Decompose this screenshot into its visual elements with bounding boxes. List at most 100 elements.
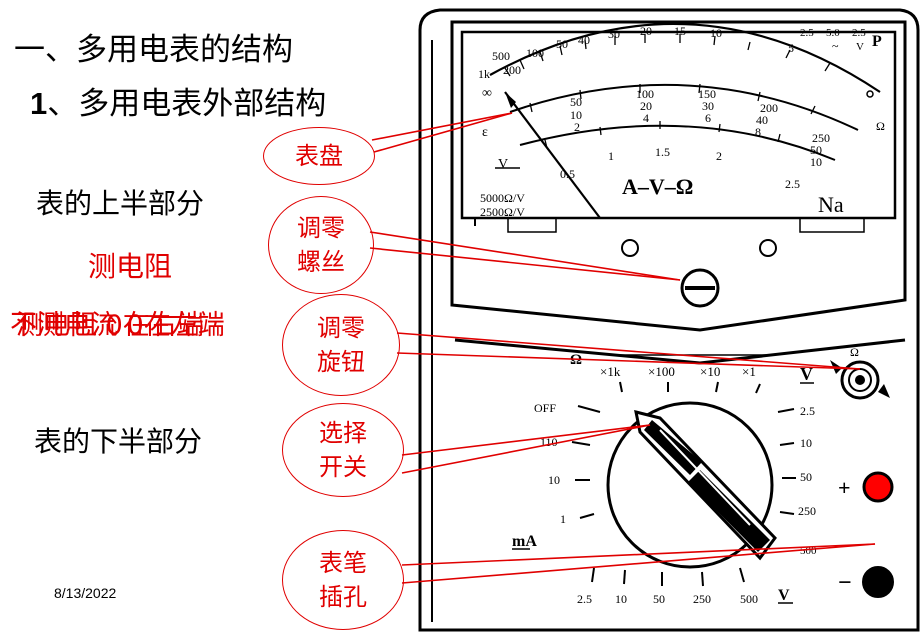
ma-1: 1 [560, 512, 566, 526]
mid-tick-10: 10 [570, 108, 582, 122]
mid-tick-4: 4 [643, 111, 649, 125]
dcv-10: 10 [800, 436, 812, 450]
low-tick-2: 2 [716, 149, 722, 163]
sensitivity-dc: 5000Ω/V [480, 191, 525, 205]
slide-subtitle: 1、多用电表外部结构 [30, 78, 326, 123]
low-tick-1: 1 [608, 149, 614, 163]
selector-line2: 开关 [319, 453, 367, 481]
callout-zero-screw: 调零螺丝 [268, 196, 374, 294]
zero-knob-line1: 调零 [317, 314, 365, 342]
zero-screw [680, 268, 720, 308]
callout-jacks: 表笔插孔 [282, 530, 404, 630]
mid-tick-50: 50 [570, 95, 582, 109]
knob-omega: Ω [850, 345, 859, 359]
svg-text:Ω: Ω [876, 119, 885, 133]
acv-range-1: 2.5 [800, 27, 814, 39]
meter-window-frame [450, 20, 907, 332]
zero-screw-line2: 螺丝 [297, 248, 345, 276]
selector-ticks [571, 381, 796, 587]
callout-selector: 选择开关 [282, 403, 404, 497]
mid-tick-40: 40 [756, 113, 768, 127]
range-x1: ×1 [742, 364, 756, 379]
acv-500: 500 [740, 592, 758, 606]
low-tick-0-5: 0.5 [560, 167, 575, 181]
callout-zero-knob-text: 调零旋钮 [317, 311, 365, 379]
zero-adjust-knob [830, 360, 890, 400]
ohm-tick-100: 100 [526, 46, 544, 60]
jacks-line2: 插孔 [319, 583, 367, 611]
negative-jack [862, 566, 894, 598]
slide-title: 一、多用电表的结构 [14, 32, 293, 68]
mirror-strip-right [799, 217, 865, 233]
mid-tick-250: 250 [812, 131, 830, 145]
ac-v-mark: V [778, 587, 790, 604]
overlapping-text: 不测电流 0在左端 测电阻 0在右端 [10, 303, 280, 343]
overlap-text-b: 测电阻 0在右端 [16, 310, 204, 341]
ohm-tick-30: 30 [608, 27, 620, 41]
dcv-250: 250 [798, 504, 816, 518]
ohm-tick-40: 40 [578, 33, 590, 47]
panel-hole-left [621, 239, 639, 257]
ohm-scale-arc [489, 22, 881, 93]
ma-label: mA [512, 533, 537, 550]
ma-10: 10 [548, 473, 560, 487]
slide-date: 8/13/2022 [54, 585, 117, 601]
function-symbols: A–V–Ω [622, 174, 693, 199]
dcv-500: 500 [800, 545, 817, 557]
selector-line1: 选择 [319, 419, 367, 447]
mid-tick-30: 30 [702, 99, 714, 113]
ohm-tick-10: 10 [710, 26, 722, 40]
callout-dial-text: 表盘 [295, 142, 343, 170]
off-label: OFF [534, 401, 556, 415]
dcv-50: 50 [800, 470, 812, 484]
mid-tick-100: 100 [636, 87, 654, 101]
ohm-tick-20: 20 [640, 24, 652, 38]
brand-mark: Na [818, 192, 844, 217]
callout-dial: 表盘 [263, 127, 375, 185]
acv-scale-arc [519, 124, 836, 161]
low-tick-1-5: 1.5 [655, 145, 670, 159]
acv-range-3: 2.5 [852, 27, 866, 39]
mid-tick-10b: 10 [810, 155, 822, 169]
v-symbol-top: V [856, 41, 864, 53]
mid-tick-200: 200 [760, 101, 778, 115]
mid-tick-6: 6 [705, 111, 711, 125]
mid-tick-20: 20 [640, 99, 652, 113]
positive-jack [862, 471, 894, 503]
svg-text:ε: ε [482, 125, 488, 140]
ohm-tick-15: 15 [674, 24, 686, 38]
low-tick-2-5: 2.5 [785, 177, 800, 191]
upper-half-label: 表的上半部分 [36, 187, 205, 220]
dcv-scale-arc [509, 83, 859, 131]
omega-range-label: Ω [570, 352, 582, 368]
panel-hole-right [759, 239, 777, 257]
range-x1k: ×1k [600, 364, 621, 379]
p-symbol: P [872, 33, 882, 50]
jacks-line1: 表笔 [319, 549, 367, 577]
callout-zero-screw-text: 调零螺丝 [297, 211, 345, 279]
zero-screw-line1: 调零 [297, 214, 345, 242]
zero-knob-line2: 旋钮 [317, 348, 365, 376]
overlap-text-a: 不测电流 0在左端 [10, 310, 225, 341]
mid-tick-2: 2 [574, 120, 580, 134]
acv-range-2: 5.0 [826, 27, 840, 39]
meter-needle [504, 91, 601, 219]
dcv-2-5: 2.5 [800, 404, 815, 418]
ohm-tick-5: 5 [788, 41, 794, 55]
acv-10: 10 [615, 592, 627, 606]
callout-jacks-text: 表笔插孔 [319, 546, 367, 614]
dial-face [460, 30, 897, 220]
callout-lines [369, 112, 876, 584]
measure-resistance-text: 测电阻 [88, 250, 173, 283]
knob-v-mark: V [800, 364, 813, 384]
ohm-tick-1k: 1k [478, 67, 490, 81]
selector-switch-body [606, 401, 777, 569]
scale-ticks [504, 34, 831, 149]
svg-text:∞: ∞ [482, 86, 492, 101]
callout-selector-text: 选择开关 [319, 416, 367, 484]
sensitivity-ac: 2500Ω/V [480, 205, 525, 219]
plus-sign: + [838, 475, 851, 500]
meter-body-outline [418, 8, 920, 632]
range-x100: ×100 [648, 364, 675, 379]
